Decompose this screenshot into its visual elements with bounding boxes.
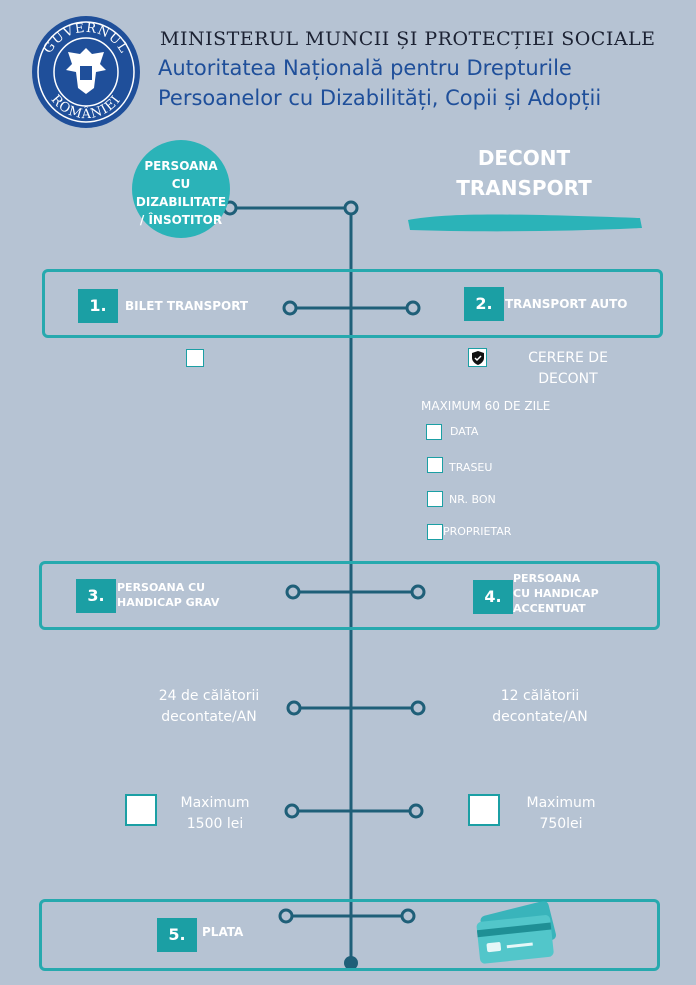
step3-label-line2: HANDICAP GRAV: [117, 596, 220, 609]
credit-card-icon: [476, 901, 556, 964]
step12-node-left: [282, 300, 298, 316]
step3-label: PERSOANA CU HANDICAP GRAV: [117, 580, 219, 610]
step5-node-left: [278, 908, 294, 924]
start-label-line3: DIZABILITATE: [135, 195, 227, 209]
limit-left-checkbox[interactable]: [125, 794, 157, 826]
step1-badge: 1.: [78, 289, 118, 323]
shield-check-icon: [472, 351, 484, 365]
title-line1: DECONT: [477, 146, 571, 170]
authority-name-line2: Persoanelor cu Dizabilități, Copii și Ad…: [158, 86, 602, 110]
cerere-label: CERERE DE DECONT: [508, 348, 628, 390]
cerere-label-line1: CERERE DE: [528, 350, 608, 366]
limit-right-checkbox[interactable]: [468, 794, 500, 826]
trips-left-line1: 24 de călătorii: [158, 688, 260, 704]
start-circle: [132, 140, 230, 238]
step34-node-left: [285, 584, 301, 600]
cerere-label-line2: DECONT: [538, 371, 598, 387]
start-label-line4: / ÎNSOTITOR: [139, 213, 223, 227]
limits-node-right: [408, 803, 424, 819]
step3-label-line1: PERSOANA CU: [117, 581, 206, 594]
brush-stroke: [408, 214, 642, 232]
step3-badge: 3.: [76, 579, 116, 613]
step4-label-line3: ACCENTUAT: [513, 602, 586, 615]
step12-node-right: [405, 300, 421, 316]
limit-left: Maximum 1500 lei: [158, 793, 272, 835]
nr-bon-label: NR. BON: [449, 493, 496, 506]
limit-right-line2: 750lei: [539, 816, 583, 832]
start-node-right: [343, 200, 359, 216]
start-label-line1: PERSOANA: [144, 159, 218, 173]
bilet-checkbox[interactable]: [186, 349, 204, 367]
step4-label-line1: PERSOANA: [513, 572, 581, 585]
trips-right: 12 călătorii decontate/AN: [475, 686, 605, 728]
trips-left: 24 de călătorii decontate/AN: [144, 686, 274, 728]
proprietar-label: PROPRIETAR: [443, 525, 512, 538]
step4-label: PERSOANA CU HANDICAP ACCENTUAT: [513, 571, 599, 616]
limits-node-left: [284, 803, 300, 819]
start-label-line2: CU: [171, 177, 191, 191]
max-days-label: MAXIMUM 60 DE ZILE: [421, 399, 551, 413]
nr-bon-checkbox[interactable]: [427, 491, 443, 507]
proprietar-checkbox[interactable]: [427, 524, 443, 540]
step5-label: PLATA: [202, 925, 244, 939]
limit-left-line1: Maximum: [180, 795, 250, 811]
trips-left-line2: decontate/AN: [161, 709, 257, 725]
data-checkbox[interactable]: [426, 424, 442, 440]
step4-label-line2: CU HANDICAP: [513, 587, 599, 600]
step4-badge: 4.: [473, 580, 513, 614]
end-node: [344, 956, 358, 970]
limit-right: Maximum 750lei: [506, 793, 616, 835]
trips-right-line1: 12 călătorii: [500, 688, 580, 704]
start-label: PERSOANA CU DIZABILITATE / ÎNSOTITOR: [132, 157, 230, 229]
step2-badge: 2.: [464, 287, 504, 321]
step12-box: [42, 269, 663, 338]
step5-badge: 5.: [157, 918, 197, 952]
limit-right-line1: Maximum: [526, 795, 596, 811]
government-seal-icon: GUVERNUL ROMÂNIEI: [32, 16, 140, 128]
traseu-checkbox[interactable]: [427, 457, 443, 473]
step34-box: [39, 561, 660, 630]
trips-node-left: [286, 700, 302, 716]
cerere-checkbox[interactable]: [468, 348, 487, 367]
step5-node-right: [400, 908, 416, 924]
traseu-label: TRASEU: [449, 461, 493, 474]
trips-node-right: [410, 700, 426, 716]
data-label: DATA: [450, 425, 479, 438]
step34-node-right: [410, 584, 426, 600]
step2-label: TRANSPORT AUTO: [505, 297, 628, 311]
title-line2: TRANSPORT: [456, 176, 592, 200]
trips-right-line2: decontate/AN: [492, 709, 588, 725]
step5-box: [39, 899, 660, 971]
limit-left-line2: 1500 lei: [186, 816, 244, 832]
ministry-name: MINISTERUL MUNCII ȘI PROTECȚIEI SOCIALE: [160, 28, 656, 50]
step1-label: BILET TRANSPORT: [125, 299, 249, 313]
authority-name-line1: Autoritatea Națională pentru Drepturile: [158, 56, 572, 80]
